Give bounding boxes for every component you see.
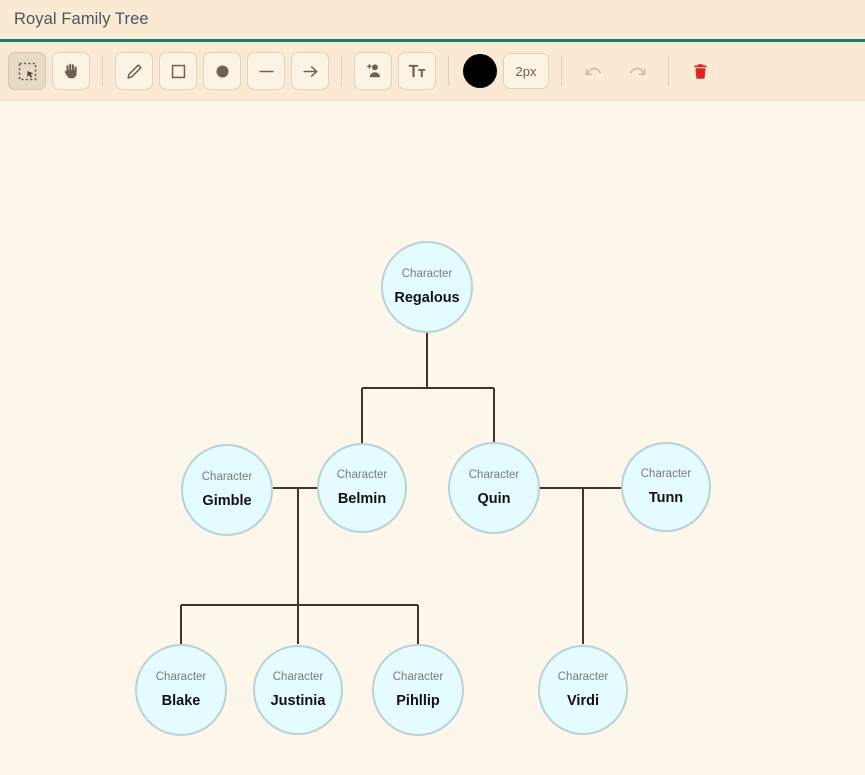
toolbar-separator [448, 56, 449, 86]
title-bar: Royal Family Tree [0, 0, 865, 42]
redo-button[interactable] [618, 52, 656, 90]
text-tool-button[interactable] [398, 52, 436, 90]
node-name-label: Regalous [394, 289, 460, 306]
delete-button[interactable] [681, 52, 719, 90]
node-type-label: Character [272, 671, 324, 683]
color-swatch-button[interactable] [463, 54, 497, 88]
node-name-label: Virdi [567, 692, 599, 709]
arrow-tool-button[interactable] [291, 52, 329, 90]
page-title: Royal Family Tree [14, 10, 149, 28]
toolbar-separator [561, 56, 562, 86]
undo-icon [583, 61, 604, 82]
node-type-label: Character [392, 671, 444, 683]
arrow-right-icon [301, 62, 320, 81]
toolbar-separator [668, 56, 669, 86]
square-icon [169, 62, 188, 81]
hand-icon [61, 61, 81, 81]
node-type-label: Character [640, 468, 692, 480]
toolbar-group-history-tools [574, 52, 656, 90]
toolbar-separator [102, 56, 103, 86]
node-type-label: Character [401, 268, 453, 280]
toolbar-separator [341, 56, 342, 86]
toolbar-group-insert-tools [354, 52, 436, 90]
select-marquee-icon [18, 62, 37, 81]
line-tool-button[interactable] [247, 52, 285, 90]
text-size-icon [407, 61, 427, 81]
add-person-button[interactable] [354, 52, 392, 90]
node-type-label: Character [336, 469, 388, 481]
node-name-label: Pihllip [396, 692, 440, 709]
diagram-canvas[interactable]: Character Regalous Character Gimble Char… [0, 101, 865, 775]
node-type-label: Character [201, 471, 253, 483]
node-name-label: Gimble [202, 492, 252, 509]
node-name-label: Justinia [270, 692, 326, 709]
trash-icon [691, 62, 710, 81]
node-name-label: Belmin [337, 490, 387, 507]
node-name-label: Quin [477, 490, 511, 507]
toolbar-group-draw-tools [115, 52, 329, 90]
toolbar-group-pointer-tools [8, 52, 90, 90]
pan-tool-button[interactable] [52, 52, 90, 90]
line-icon [257, 62, 276, 81]
node-regalous[interactable]: Character Regalous [381, 241, 473, 333]
select-tool-button[interactable] [8, 52, 46, 90]
add-person-icon [363, 61, 383, 81]
node-gimble[interactable]: Character Gimble [181, 444, 273, 536]
node-pihllip[interactable]: Character Pihllip [372, 644, 464, 736]
node-type-label: Character [468, 469, 520, 481]
rectangle-tool-button[interactable] [159, 52, 197, 90]
pencil-tool-button[interactable] [115, 52, 153, 90]
circle-filled-icon [213, 62, 232, 81]
stroke-width-button[interactable]: 2px [503, 53, 549, 89]
node-belmin[interactable]: Character Belmin [317, 443, 407, 533]
node-name-label: Blake [161, 692, 201, 709]
pencil-icon [125, 62, 144, 81]
node-type-label: Character [557, 671, 609, 683]
node-name-label: Tunn [648, 489, 684, 506]
toolbar: 2px [0, 42, 865, 101]
toolbar-group-style-tools: 2px [461, 53, 549, 89]
node-virdi[interactable]: Character Virdi [538, 645, 628, 735]
redo-icon [627, 61, 648, 82]
node-quin[interactable]: Character Quin [448, 442, 540, 534]
node-blake[interactable]: Character Blake [135, 644, 227, 736]
ellipse-tool-button[interactable] [203, 52, 241, 90]
toolbar-group-destructive-tools [681, 52, 719, 90]
family-tree-edges [180, 287, 621, 644]
node-type-label: Character [155, 671, 207, 683]
undo-button[interactable] [574, 52, 612, 90]
node-tunn[interactable]: Character Tunn [621, 442, 711, 532]
node-justinia[interactable]: Character Justinia [253, 645, 343, 735]
